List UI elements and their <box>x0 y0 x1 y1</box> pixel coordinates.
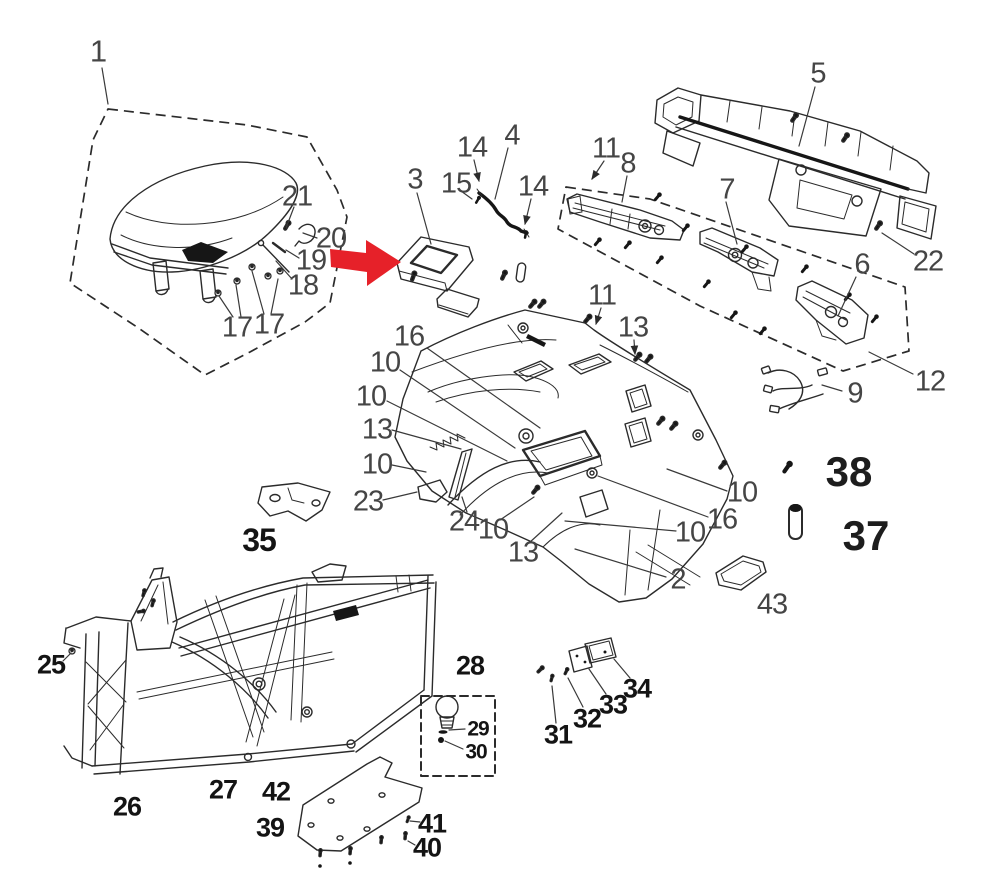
bulb-kit-drawing <box>420 695 496 777</box>
seat-drawing <box>109 161 299 304</box>
tail-light-left-drawing <box>566 193 685 241</box>
carrier-rack-drawing <box>654 87 937 240</box>
fastener-38-drawing <box>780 459 795 475</box>
tail-light-group-boundary <box>557 186 910 372</box>
skid-plate-drawing <box>297 756 423 868</box>
leader-lines <box>62 67 915 846</box>
latch-rod-drawing <box>473 188 530 240</box>
frame-drawing <box>63 563 437 775</box>
highlight-arrow-icon <box>330 240 401 286</box>
tail-light-center-drawing <box>699 227 779 292</box>
rear-fender-body-drawing <box>394 297 734 603</box>
tail-light-right-drawing <box>795 280 869 345</box>
pin-37-drawing <box>788 504 803 540</box>
seat-hardware-drawing <box>214 219 316 297</box>
wire-harness-drawing <box>760 365 829 414</box>
seat-group-boundary <box>69 108 348 376</box>
bracket-drawing <box>257 482 331 522</box>
plate-lens-drawing <box>535 637 617 683</box>
storage-lid-drawing <box>396 236 527 318</box>
reflector-43-drawing <box>715 555 767 591</box>
